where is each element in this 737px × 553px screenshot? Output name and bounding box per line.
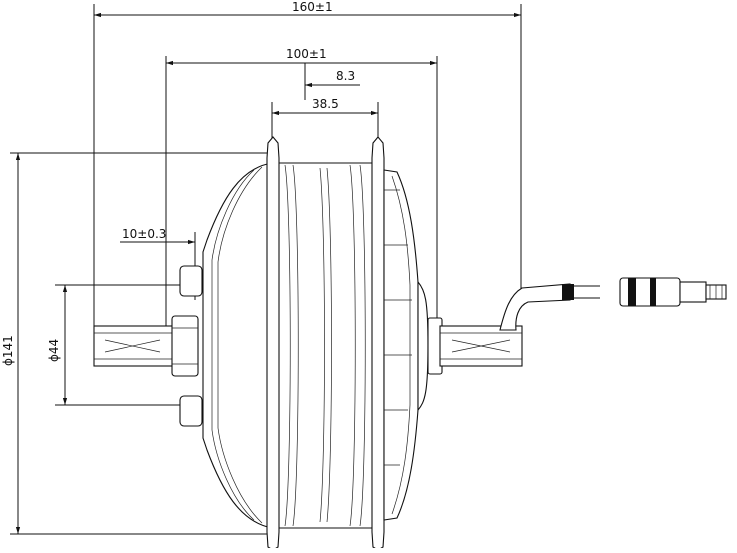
dimension-lines — [10, 4, 522, 535]
dim-shaft-diameter: ϕ44 — [47, 339, 61, 362]
dim-flange-gap: 38.5 — [312, 97, 339, 111]
dim-outer-diameter: ϕ141 — [1, 335, 15, 366]
dim-overall-width: 160±1 — [292, 0, 333, 14]
motor-body — [202, 136, 429, 551]
axle-assembly — [93, 265, 523, 427]
dim-shaft-extension: 10±0.3 — [122, 227, 166, 241]
cable-connector — [499, 277, 727, 331]
dim-offset-small: 8.3 — [336, 69, 355, 83]
dim-flange-spacing: 100±1 — [286, 47, 327, 61]
